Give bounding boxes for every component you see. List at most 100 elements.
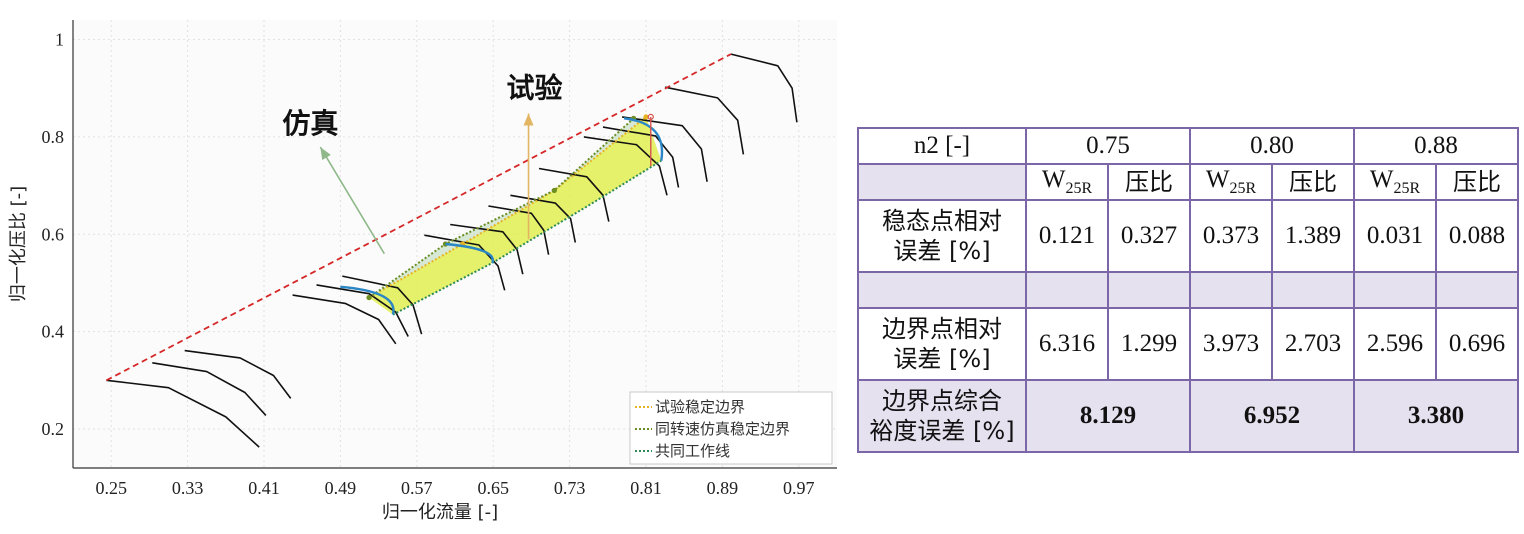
table-cell: 1.389 [1271,199,1355,273]
total-cell: 8.129 [1025,379,1191,453]
x-tick-label: 0.57 [401,478,433,498]
header-speed: 0.75 [1025,127,1191,165]
x-tick-labels: 0.25 0.33 0.41 0.49 0.57 0.65 0.73 0.81 0.89 0.97 [95,478,814,498]
annotation-arrow [319,146,386,255]
table-cell: 0.031 [1353,199,1437,273]
simulation-region-fill [369,116,646,298]
table-cell: 0.121 [1025,199,1109,273]
table-cell: 0.373 [1189,199,1273,273]
speed-boundary-arc [445,242,495,264]
x-tick-label: 0.89 [707,478,739,498]
x-tick-label: 0.41 [248,478,280,498]
error-table: n2 [-] 0.75 0.80 0.88 W25R 压比 W25R 压比 W2… [857,127,1519,453]
table-cell: 3.973 [1189,307,1273,381]
y-tick-label: 0.2 [42,419,65,439]
table-row-steady: 稳态点相对误差 [%] 0.121 0.327 0.373 1.389 0.03… [857,199,1519,273]
subheader-pressure-ratio: 压比 [1271,163,1355,201]
series-line [368,117,635,299]
spacer-cell [1353,271,1437,309]
spacer-cell [857,271,1027,309]
spacer-cell [1271,271,1355,309]
subheader-pressure-ratio: 压比 [1107,163,1191,201]
spacer-cell [1189,271,1273,309]
series-point [366,294,372,301]
table-cell: 6.316 [1025,307,1109,381]
legend-label: 共同工作线 [655,442,730,460]
y-tick-label: 1 [55,29,64,49]
speed-line [292,294,397,345]
speed-line [730,53,798,123]
x-tick-label: 0.81 [630,478,662,498]
table-row-boundary: 边界点相对误差 [%] 6.316 1.299 3.973 2.703 2.59… [857,307,1519,381]
x-tick-label: 0.73 [554,478,586,498]
row-label: 边界点相对误差 [%] [857,307,1027,381]
table-cell: 0.696 [1435,307,1519,381]
test-point-marker [647,113,654,121]
legend-label: 试验稳定边界 [655,398,745,416]
subheader-w25r: W25R [1025,163,1109,201]
header-speed: 0.80 [1189,127,1355,165]
table-row-total: 边界点综合裕度误差 [%] 8.129 6.952 3.380 [857,379,1519,453]
table-subheader-row: W25R 压比 W25R 压比 W25R 压比 [857,163,1519,201]
annotation-arrowhead [523,113,534,126]
y-tick-label: 0.6 [42,224,65,244]
speed-line [106,379,260,448]
stability-region-fill [369,116,662,315]
subheader-pressure-ratio: 压比 [1435,163,1519,201]
speed-line [152,362,267,416]
row-label: 边界点综合裕度误差 [%] [857,379,1027,453]
speed-line [184,349,292,399]
x-tick-label: 0.49 [325,478,357,498]
legend-box [629,391,833,465]
header-label: n2 [-] [857,127,1027,165]
table-cell: 2.703 [1271,307,1355,381]
speed-boundary-arc [340,285,395,315]
y-tick-label: 0.8 [42,127,65,147]
x-axis-label: 归一化流量 [-] [382,502,498,523]
table-cell: 2.596 [1353,307,1437,381]
series-point [551,187,557,194]
series-layer [105,53,732,382]
x-tick-label: 0.33 [172,478,204,498]
table-cell: 1.299 [1107,307,1191,381]
y-tick-label: 0.4 [42,322,65,342]
row-label: 稳态点相对误差 [%] [857,199,1027,273]
header-speed: 0.88 [1353,127,1519,165]
annotation-label: 仿真 [282,107,338,140]
series-line [105,53,732,382]
y-axis-label: 归一化压比 [-] [8,186,29,302]
test-point-stems [647,113,654,167]
series-line [368,116,647,299]
speed-line [664,86,745,155]
speed-line [538,167,610,222]
subheader-w25r: W25R [1189,163,1273,201]
total-cell: 6.952 [1189,379,1355,453]
series-point [643,114,649,120]
y-tick-labels: 0.2 0.4 0.6 0.8 1 [42,29,65,439]
table-cell: 0.088 [1435,199,1519,273]
annotation-label: 试验 [507,71,563,104]
x-tick-label: 0.65 [477,478,509,498]
annotation-arrowhead [320,147,331,160]
x-tick-label: 0.97 [783,478,815,498]
speed-line [342,275,423,335]
legend-label: 同转速仿真稳定边界 [655,420,790,438]
speed-boundary-arc [623,117,664,161]
speed-line [316,284,409,337]
subheader-empty [857,163,1027,201]
table-spacer-row [857,271,1519,309]
speed-line [488,205,550,255]
table-cell: 0.327 [1107,199,1191,273]
total-cell: 3.380 [1353,379,1519,453]
speed-line [621,116,708,182]
annotations: 仿真 试验 [282,71,563,255]
subheader-w25r: W25R [1353,163,1437,201]
spacer-cell [1107,271,1191,309]
table-header-row: n2 [-] 0.75 0.80 0.88 [857,127,1519,165]
spacer-cell [1025,271,1109,309]
spacer-cell [1435,271,1519,309]
x-tick-label: 0.25 [95,478,127,498]
speed-line [510,194,577,243]
